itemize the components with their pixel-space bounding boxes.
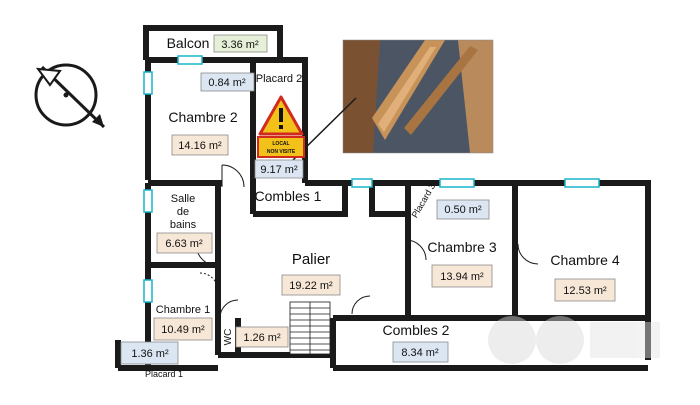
area-wc: 1.26 m²: [243, 332, 281, 344]
area-balcon: 3.36 m²: [221, 39, 259, 51]
attic-roof-beams-photo: [342, 39, 494, 154]
warning-line1: LOCAL: [272, 141, 289, 147]
area-salle-bains: 6.63 m²: [165, 238, 203, 250]
room-name-chambre1: Chambre 1: [156, 304, 210, 316]
room-name-salle-l1: Salle: [171, 193, 195, 205]
area-palier: 19.22 m²: [289, 280, 333, 292]
room-name-salle-l2: de: [177, 206, 189, 218]
north-arrow-compass-icon: [34, 63, 106, 129]
area-chambre4: 12.53 m²: [563, 285, 607, 297]
room-name-chambre3: Chambre 3: [427, 239, 496, 255]
room-name-combles1: Combles 1: [255, 188, 322, 204]
area-placard1: 1.36 m²: [131, 348, 169, 360]
windows: [143, 55, 600, 303]
area-chambre2: 14.16 m²: [178, 140, 222, 152]
room-name-placard2: Placard 2: [256, 73, 302, 85]
warning-line2: NON VISITE: [267, 149, 296, 155]
area-chambre3: 13.94 m²: [440, 271, 484, 283]
doors: [195, 164, 539, 319]
area-placard3: 0.50 m²: [444, 204, 482, 216]
room-name-wc: WC: [223, 329, 234, 346]
area-combles2: 8.34 m²: [401, 347, 439, 359]
room-name-palier: Palier: [292, 251, 330, 268]
room-name-balcon: Balcon: [167, 35, 210, 51]
walls: [115, 25, 651, 371]
area-placard2: 9.17 m²: [260, 164, 298, 176]
room-name-combles2: Combles 2: [383, 322, 450, 338]
room-name-chambre4: Chambre 4: [550, 252, 619, 268]
area-chambre1: 10.49 m²: [161, 324, 205, 336]
room-name-chambre2: Chambre 2: [168, 109, 237, 125]
area-placard-chambre2: 0.84 m²: [208, 77, 246, 89]
room-name-placard3: Placard 3: [410, 182, 438, 220]
warning-sign: LOCAL NON VISITE: [257, 95, 305, 158]
area-boxes: [120, 34, 616, 365]
room-name-salle-l3: bains: [170, 219, 197, 231]
room-name-placard1: Placard 1: [145, 369, 183, 379]
watermark-logo: [488, 316, 660, 364]
staircase: [289, 301, 331, 355]
